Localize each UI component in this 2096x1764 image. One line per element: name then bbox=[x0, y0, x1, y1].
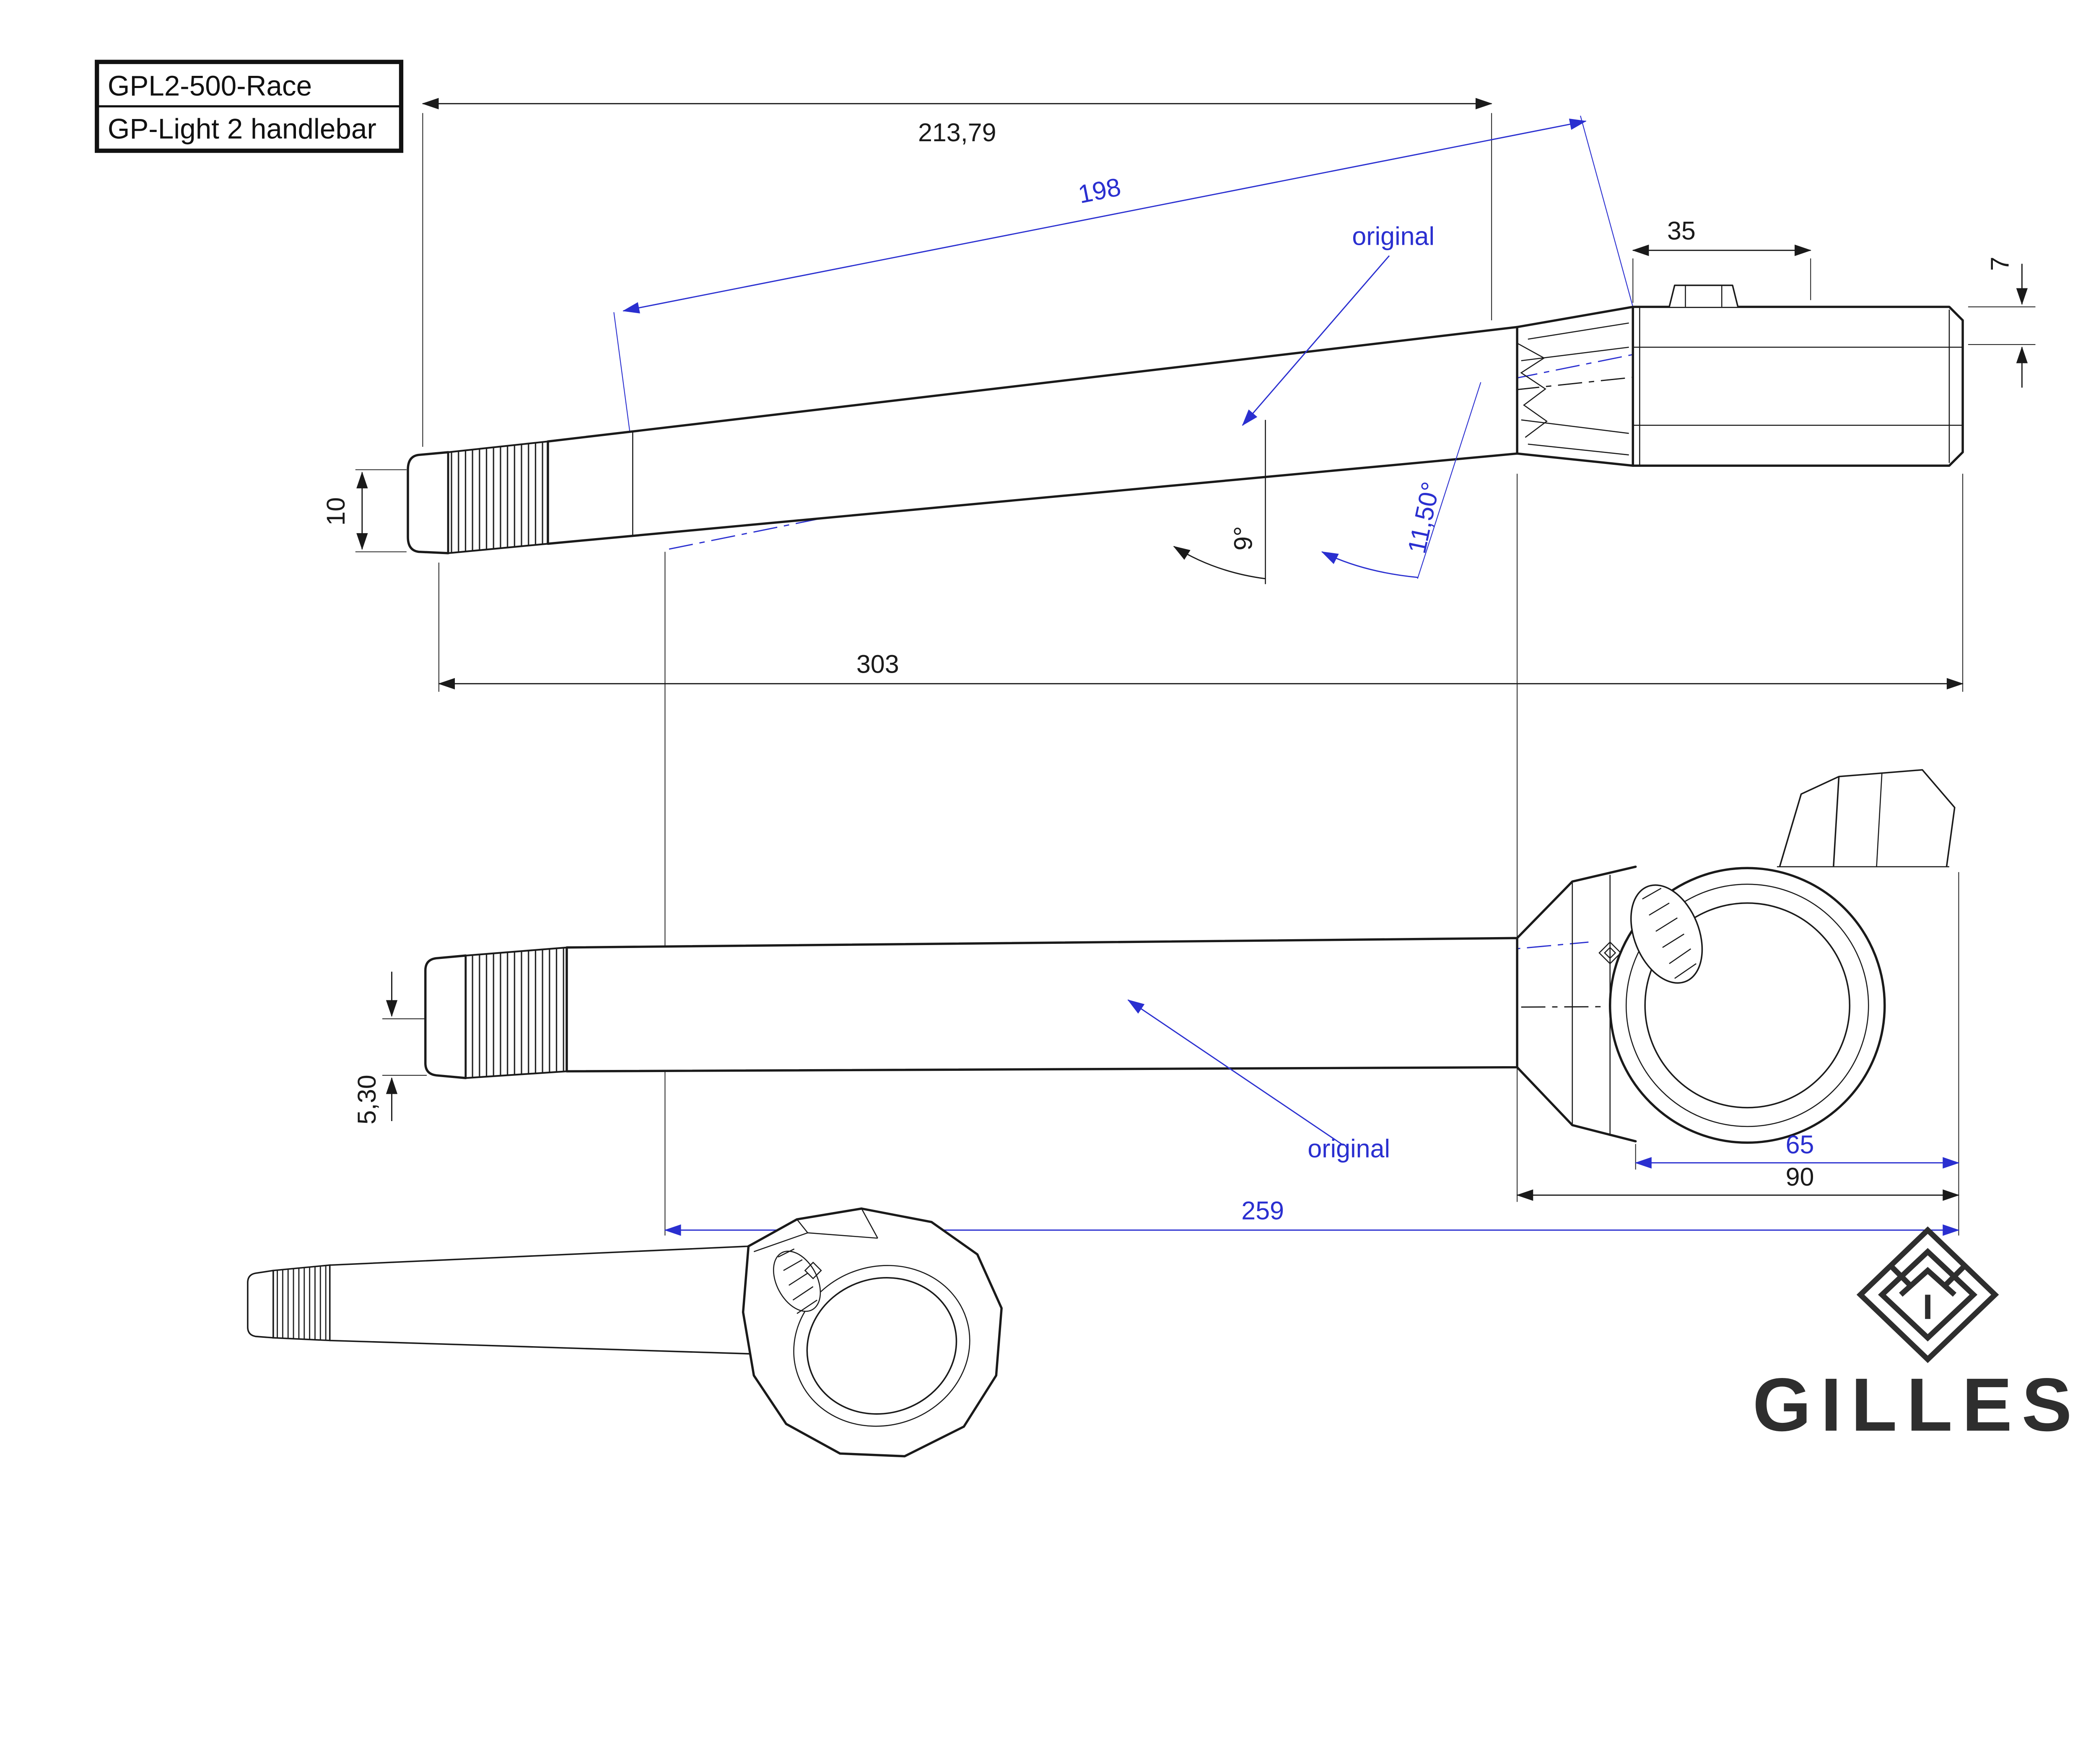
clamp-ring-bore bbox=[1644, 902, 1851, 1109]
original-label-side: original bbox=[1352, 222, 1435, 250]
gilles-logo-mark bbox=[1856, 1226, 1999, 1363]
dim-10: 10 bbox=[322, 497, 350, 526]
gilles-mark-small-plan bbox=[1598, 941, 1622, 965]
dim-35: 35 bbox=[1667, 217, 1696, 245]
dim-90: 90 bbox=[1786, 1163, 1814, 1191]
part-number-text: GPL2-500-Race bbox=[108, 70, 312, 102]
angle-references bbox=[1173, 382, 1481, 584]
gilles-wordmark: GILLES bbox=[1753, 1363, 2081, 1447]
detail-view bbox=[247, 1207, 1003, 1458]
dim-angle-11-50: 11,50° bbox=[1402, 479, 1445, 556]
bar-thread-section bbox=[447, 440, 549, 554]
original-label-plan: original bbox=[1307, 1135, 1390, 1163]
clamp-cone bbox=[1516, 306, 1634, 467]
dim-198: 198 bbox=[1076, 172, 1123, 209]
dim-213-79: 213,79 bbox=[918, 118, 996, 147]
detail-ring-lip bbox=[793, 1265, 970, 1427]
bar-thread-section-plan bbox=[465, 946, 568, 1079]
dim-65: 65 bbox=[1786, 1130, 1814, 1159]
bar-end-cap bbox=[407, 451, 450, 554]
knurled-adjuster bbox=[1630, 884, 1703, 984]
gilles-logo: GILLES bbox=[1753, 1226, 2081, 1447]
detail-ring-bore bbox=[806, 1277, 957, 1415]
gilles-mark-small-detail bbox=[804, 1261, 822, 1280]
clamp-body-plan bbox=[1516, 769, 1956, 1142]
bar-tube-plan bbox=[566, 937, 1518, 1072]
bar-tube bbox=[547, 326, 1518, 545]
dim-line-198 bbox=[622, 119, 1587, 313]
dim-259: 259 bbox=[1241, 1196, 1284, 1225]
detail-thread-section bbox=[272, 1264, 331, 1342]
projection-lines bbox=[355, 113, 2036, 1236]
dim-angle-9: 9° bbox=[1229, 526, 1258, 550]
original-leader-side bbox=[1242, 255, 1390, 426]
dim-7: 7 bbox=[1985, 256, 2014, 271]
detail-clamp-body bbox=[742, 1207, 1003, 1458]
bar-end-cap-plan bbox=[424, 954, 467, 1079]
plan-view bbox=[424, 769, 1956, 1144]
technical-drawing: GPL2-500-Race GP-Light 2 handlebar bbox=[95, 60, 2081, 1458]
detail-tube bbox=[329, 1245, 755, 1355]
detail-end-cap bbox=[247, 1269, 274, 1339]
clamp-body-side bbox=[1632, 285, 1964, 467]
dim-5-30: 5,30 bbox=[353, 1075, 381, 1124]
clamp-pinch-tab bbox=[1668, 285, 1739, 307]
title-block: GPL2-500-Race GP-Light 2 handlebar bbox=[95, 60, 404, 153]
dim-303: 303 bbox=[856, 650, 899, 679]
part-name-text: GP-Light 2 handlebar bbox=[108, 114, 376, 145]
original-leader-plan bbox=[1127, 999, 1344, 1146]
clamp-ring-lip bbox=[1625, 883, 1869, 1127]
side-view bbox=[407, 285, 1964, 584]
drawing-sheet: GPL2-500-Race GP-Light 2 handlebar bbox=[95, 60, 2081, 1458]
